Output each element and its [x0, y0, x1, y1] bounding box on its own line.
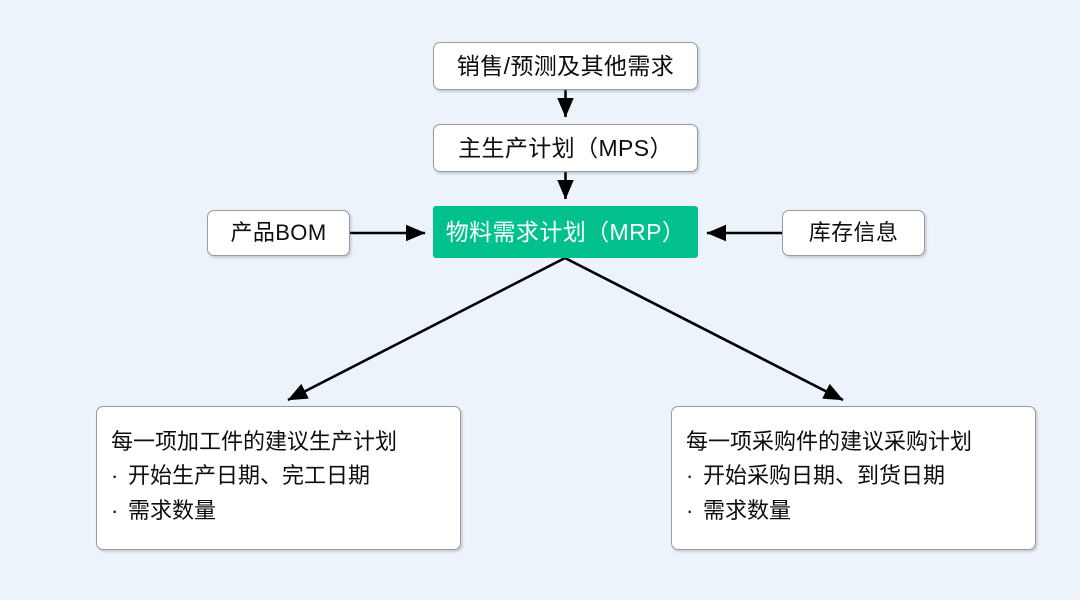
node-suggested-purchase-plan[interactable]: 每一项采购件的建议采购计划 · 开始采购日期、到货日期 · 需求数量 — [671, 406, 1036, 550]
list-item-label: 需求数量 — [128, 498, 217, 524]
edge-mrp-to-production-plan — [287, 256, 566, 402]
list-item-label: 开始生产日期、完工日期 — [128, 462, 371, 488]
list-item: · 开始采购日期、到货日期 — [686, 458, 1035, 494]
purchase-plan-heading: 每一项采购件的建议采购计划 — [686, 429, 973, 455]
list-item-label: 开始采购日期、到货日期 — [703, 462, 946, 488]
node-label: 物料需求计划（MRP） — [445, 218, 686, 245]
node-suggested-production-plan[interactable]: 每一项加工件的建议生产计划 · 开始生产日期、完工日期 · 需求数量 — [96, 406, 461, 550]
node-label: 销售/预测及其他需求 — [456, 52, 675, 79]
production-plan-bullet-list: · 开始生产日期、完工日期 · 需求数量 — [111, 458, 460, 529]
node-product-bom[interactable]: 产品BOM — [207, 210, 350, 256]
list-item: · 需求数量 — [111, 493, 460, 529]
bullet-dot-icon: · — [111, 462, 119, 488]
list-item-label: 需求数量 — [703, 498, 792, 524]
node-master-production-schedule[interactable]: 主生产计划（MPS） — [433, 124, 698, 172]
node-sales-forecast-demand[interactable]: 销售/预测及其他需求 — [433, 42, 698, 90]
bullet-dot-icon: · — [686, 498, 694, 524]
bullet-dot-icon: · — [111, 498, 119, 524]
node-inventory-information[interactable]: 库存信息 — [782, 210, 925, 256]
node-label: 库存信息 — [808, 220, 899, 246]
production-plan-heading: 每一项加工件的建议生产计划 — [111, 429, 398, 455]
list-item: · 开始生产日期、完工日期 — [111, 458, 460, 494]
list-item: · 需求数量 — [686, 493, 1035, 529]
bullet-dot-icon: · — [686, 462, 694, 488]
node-label: 产品BOM — [230, 220, 327, 246]
purchase-plan-bullet-list: · 开始采购日期、到货日期 · 需求数量 — [686, 458, 1035, 529]
node-material-requirements-plan[interactable]: 物料需求计划（MRP） — [433, 206, 698, 258]
node-label: 主生产计划（MPS） — [458, 134, 673, 161]
edge-mrp-to-purchase-plan — [564, 256, 844, 402]
